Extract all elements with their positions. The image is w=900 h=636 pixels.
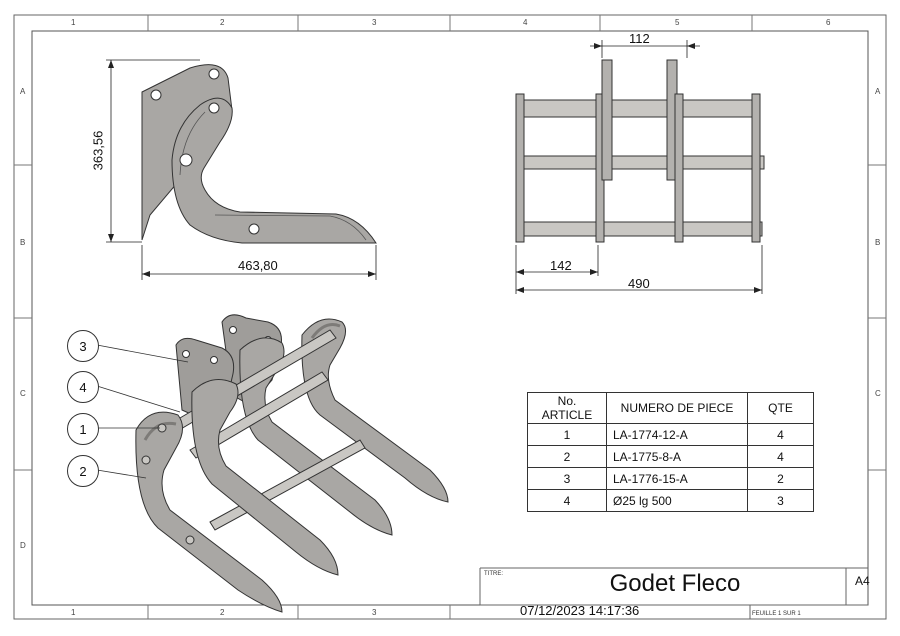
balloon-item-1: 1 <box>67 413 99 445</box>
side-hole-3 <box>208 102 220 114</box>
zone-row-b-left: B <box>20 238 26 247</box>
side-hole-4 <box>179 153 193 167</box>
isometric-view <box>96 314 449 613</box>
zone-col-6-top: 6 <box>826 18 831 27</box>
table-row: 4 Ø25 lg 500 3 <box>527 489 814 512</box>
zone-col-2-bottom: 2 <box>220 608 225 617</box>
sheet-number: FEUILLE 1 SUR 1 <box>752 611 801 617</box>
bom-cell-part: LA-1775-8-A <box>606 445 748 468</box>
drawing-title: Godet Fleco <box>609 570 741 597</box>
zone-ticks <box>14 15 886 619</box>
side-hole-2 <box>208 68 220 80</box>
top-rod-2 <box>515 155 765 170</box>
sheet-size: A4 <box>855 574 870 588</box>
zone-row-c-left: C <box>20 389 26 398</box>
top-plate-1 <box>515 93 525 243</box>
bom-header-row: No. ARTICLE NUMERO DE PIECE QTE <box>527 392 814 424</box>
title-label: TITRE: <box>484 571 503 577</box>
bom-cell-article: 4 <box>527 489 607 512</box>
bom-header-part-number: NUMERO DE PIECE <box>606 392 748 424</box>
bom-cell-qty: 3 <box>747 489 814 512</box>
drawing-date: 07/12/2023 14:17:36 <box>520 603 640 618</box>
balloon-item-3: 3 <box>67 330 99 362</box>
zone-row-c-right: C <box>875 389 881 398</box>
zone-col-4-top: 4 <box>523 18 528 27</box>
bom-cell-part: LA-1774-12-A <box>606 423 748 446</box>
balloon-item-2: 2 <box>67 455 99 487</box>
bom-header-qty: QTE <box>747 392 814 424</box>
dim-side-height: 363,56 <box>90 130 106 171</box>
top-plate-6 <box>751 93 761 243</box>
bom-cell-qty: 4 <box>747 423 814 446</box>
bom-cell-article: 3 <box>527 467 607 490</box>
bom-cell-part: LA-1776-15-A <box>606 467 748 490</box>
top-plate-5 <box>674 93 684 243</box>
side-hole-5 <box>248 223 260 235</box>
iso-rod-2 <box>189 371 329 459</box>
zone-col-2-top: 2 <box>220 18 225 27</box>
zone-col-3-top: 3 <box>372 18 377 27</box>
top-rod-1 <box>521 99 759 118</box>
zone-col-1-bottom: 1 <box>71 608 76 617</box>
dim-top-pitch: 142 <box>550 258 572 273</box>
dim-side-length: 463,80 <box>238 258 278 273</box>
bom-cell-article: 1 <box>527 423 607 446</box>
top-plate-3 <box>601 59 613 181</box>
iso-tine-3 <box>239 337 393 536</box>
zone-row-d-left: D <box>20 541 26 550</box>
zone-row-b-right: B <box>875 238 881 247</box>
dim-top-width: 490 <box>628 276 650 291</box>
balloon-item-4: 4 <box>67 371 99 403</box>
top-view <box>515 40 765 294</box>
side-view <box>106 59 377 280</box>
iso-tine-2 <box>191 379 339 576</box>
bom-cell-article: 2 <box>527 445 607 468</box>
zone-row-a-right: A <box>875 87 881 96</box>
bom-cell-qty: 2 <box>747 467 814 490</box>
bill-of-materials: No. ARTICLE NUMERO DE PIECE QTE 1 LA-177… <box>527 392 814 512</box>
side-hole-1 <box>150 89 162 101</box>
zone-col-3-bottom: 3 <box>372 608 377 617</box>
table-row: 1 LA-1774-12-A 4 <box>527 423 814 446</box>
dim-top-spacing: 112 <box>629 31 650 46</box>
title-block-frame <box>479 567 868 619</box>
iso-tine-4 <box>301 318 449 503</box>
zone-col-5-top: 5 <box>675 18 680 27</box>
table-row: 3 LA-1776-15-A 2 <box>527 467 814 490</box>
top-rod-3 <box>517 221 763 237</box>
bom-header-article: No. ARTICLE <box>527 392 607 424</box>
zone-col-1-top: 1 <box>71 18 76 27</box>
table-row: 2 LA-1775-8-A 4 <box>527 445 814 468</box>
zone-row-a-left: A <box>20 87 26 96</box>
side-tine <box>171 97 377 244</box>
bom-cell-qty: 4 <box>747 445 814 468</box>
bom-cell-part: Ø25 lg 500 <box>606 489 748 512</box>
